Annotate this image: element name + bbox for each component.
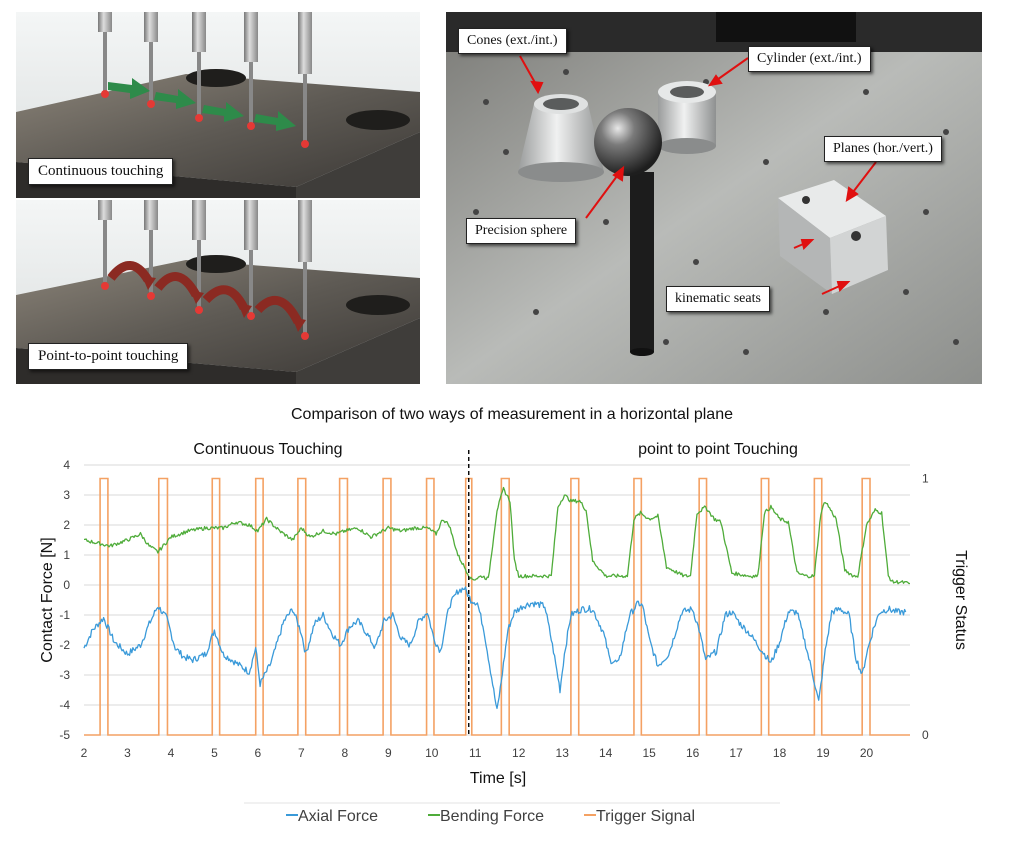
x-tick-label: 10 — [425, 746, 439, 760]
y-tick-label: -4 — [59, 698, 70, 712]
segment-label-p2p: point to point Touching — [638, 441, 798, 458]
y2-tick-label: 1 — [922, 472, 929, 486]
y-tick-label: -1 — [59, 608, 70, 622]
y-axis-ticks: 4 3 2 1 0 -1 -2 -3 -4 -5 — [59, 458, 70, 742]
point-to-point-illustration: Point-to-point touching — [16, 200, 420, 384]
y-tick-label: 1 — [63, 548, 70, 562]
y-tick-label: 3 — [63, 488, 70, 502]
red-arrow-heads — [142, 276, 306, 332]
force-chart: Comparison of two ways of measurement in… — [39, 406, 969, 825]
bending-force-line — [84, 486, 910, 585]
probe-stems-p2p — [98, 200, 312, 334]
continuous-touching-label: Continuous touching — [28, 158, 174, 185]
segment-label-continuous: Continuous Touching — [193, 441, 342, 458]
x-tick-label: 20 — [860, 746, 874, 760]
x-tick-label: 8 — [341, 746, 348, 760]
y-tick-label: -5 — [59, 728, 70, 742]
x-tick-label: 11 — [469, 746, 482, 760]
y-tick-label: -3 — [59, 668, 70, 682]
callout-arrows — [519, 55, 877, 295]
x-tick-label: 17 — [729, 746, 743, 760]
x-tick-label: 12 — [512, 746, 526, 760]
legend-label: Axial Force — [298, 808, 378, 825]
continuous-touching-illustration: Continuous touching — [16, 12, 420, 198]
series-layer — [83, 486, 910, 710]
red-arc-arrows — [107, 261, 303, 325]
axial-force-line — [83, 586, 907, 710]
x-tick-label: 19 — [816, 746, 830, 760]
x-tick-label: 15 — [642, 746, 656, 760]
y2-axis-title: Trigger Status — [952, 550, 969, 650]
cone-artefact — [518, 94, 604, 182]
plane-block-artefact — [778, 180, 888, 294]
trigger-signal-line — [84, 477, 910, 736]
legend-label: Bending Force — [440, 808, 544, 825]
chart-title: Comparison of two ways of measurement in… — [291, 406, 733, 423]
x-tick-label: 16 — [686, 746, 700, 760]
probe-tips-p2p — [101, 282, 309, 340]
probe-tips — [101, 90, 309, 148]
green-arrows — [108, 78, 296, 131]
y-axis-title: Contact Force [N] — [39, 537, 56, 662]
point-to-point-label: Point-to-point touching — [28, 343, 189, 370]
cylinder-artefact — [658, 81, 716, 154]
label-sphere: Precision sphere — [466, 218, 577, 244]
legend: Axial Force Bending Force Trigger Signal — [244, 802, 780, 825]
x-tick-label: 2 — [81, 746, 88, 760]
label-cylinder: Cylinder (ext./int.) — [748, 46, 871, 72]
trigger-layer — [84, 477, 910, 736]
label-planes: Planes (hor./vert.) — [824, 136, 942, 162]
y2-axis-ticks: 10 — [922, 472, 929, 743]
probe-stems — [98, 12, 312, 142]
y-tick-label: 2 — [63, 518, 70, 532]
y-tick-label: 0 — [63, 578, 70, 592]
y-tick-label: -2 — [59, 638, 70, 652]
label-seats: kinematic seats — [666, 286, 770, 312]
x-tick-label: 18 — [773, 746, 787, 760]
x-axis-title: Time [s] — [470, 770, 526, 787]
label-cones: Cones (ext./int.) — [458, 28, 567, 54]
x-tick-label: 5 — [211, 746, 218, 760]
artefacts-photo: Cones (ext./int.) Cylinder (ext./int.) P… — [446, 12, 982, 384]
x-tick-label: 7 — [298, 746, 305, 760]
y2-tick-label: 0 — [922, 728, 929, 742]
y-tick-label: 4 — [63, 458, 70, 472]
x-tick-label: 13 — [556, 746, 570, 760]
gridlines — [84, 464, 910, 736]
x-axis-ticks: 2 3 4 5 6 7 8 9 10 11 12 13 14 15 16 17 18 19 20 — [81, 746, 874, 760]
x-tick-label: 4 — [168, 746, 175, 760]
x-tick-label: 6 — [255, 746, 262, 760]
x-tick-label: 9 — [385, 746, 392, 760]
sphere-artefact — [594, 108, 662, 356]
legend-label: Trigger Signal — [596, 808, 695, 825]
x-tick-label: 14 — [599, 746, 613, 760]
x-tick-label: 3 — [124, 746, 131, 760]
